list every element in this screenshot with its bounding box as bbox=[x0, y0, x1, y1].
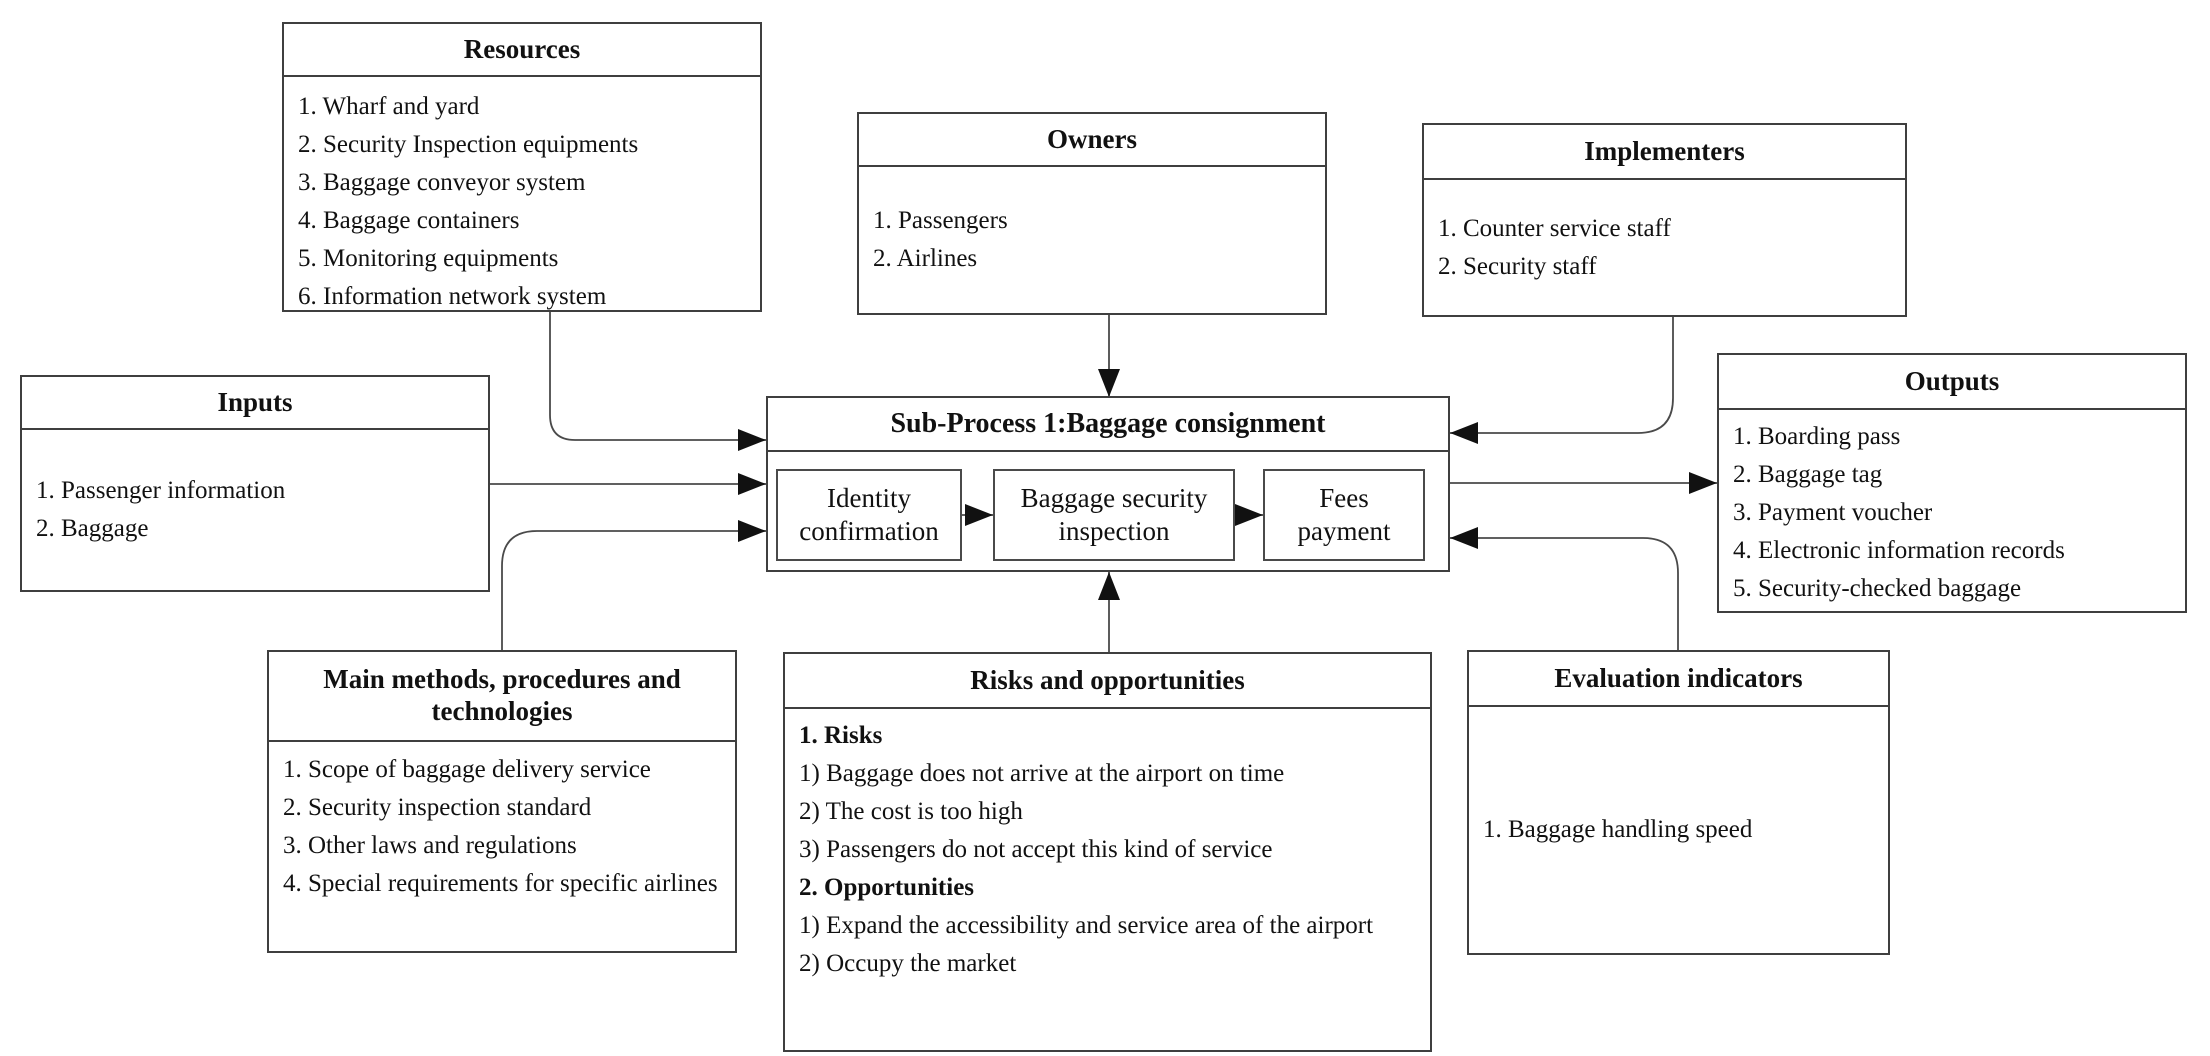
list-item: 2. Security staff bbox=[1438, 252, 1597, 280]
list-item: 2. Baggage tag bbox=[1733, 461, 1883, 488]
evaluation-box: Evaluation indicators 1. Baggage handlin… bbox=[1467, 650, 1890, 955]
subprocess-step-fees-payment: Fees payment bbox=[1263, 469, 1425, 561]
list-item: 2) Occupy the market bbox=[799, 950, 1017, 977]
list-item: 5. Monitoring equipments bbox=[298, 245, 559, 272]
implementers-box: Implementers 1. Counter service staff 2.… bbox=[1422, 123, 1907, 317]
list-item: 1) Baggage does not arrive at the airpor… bbox=[799, 760, 1285, 787]
list-item: 1. Baggage handling speed bbox=[1483, 816, 1753, 843]
list-item: 1. Boarding pass bbox=[1733, 423, 1901, 450]
list-item: 3. Payment voucher bbox=[1733, 499, 1933, 526]
inputs-list: 1. Passenger information 2. Baggage bbox=[22, 430, 488, 590]
list-item: 2. Security inspection standard bbox=[283, 794, 592, 821]
implementers-title: Implementers bbox=[1424, 125, 1905, 180]
resources-title: Resources bbox=[284, 24, 760, 77]
list-item: 2) The cost is too high bbox=[799, 798, 1023, 825]
risks-title: Risks and opportunities bbox=[785, 654, 1430, 709]
list-item: 4. Special requirements for specific air… bbox=[283, 870, 718, 897]
connector-resources-to-subprocess bbox=[549, 312, 766, 451]
connector-evaluation-to-subprocess bbox=[1450, 527, 1679, 650]
list-item: 2. Baggage bbox=[36, 515, 149, 542]
methods-list: 1. Scope of baggage delivery service 2. … bbox=[269, 742, 735, 911]
connector-methods-to-subprocess bbox=[501, 520, 766, 650]
outputs-box: Outputs 1. Boarding pass 2. Baggage tag … bbox=[1717, 353, 2187, 613]
owners-title: Owners bbox=[859, 114, 1325, 167]
list-item: 3. Baggage conveyor system bbox=[298, 169, 586, 196]
resources-box: Resources 1. Wharf and yard 2. Security … bbox=[282, 22, 762, 312]
evaluation-title: Evaluation indicators bbox=[1469, 652, 1888, 707]
implementers-list: 1. Counter service staff 2. Security sta… bbox=[1424, 180, 1905, 315]
list-item: 4. Electronic information records bbox=[1733, 537, 2065, 564]
risks-list: 1. Risks 1) Baggage does not arrive at t… bbox=[785, 709, 1430, 991]
list-item: 1. Passenger information bbox=[36, 477, 286, 504]
inputs-title: Inputs bbox=[22, 377, 488, 430]
list-item: 6. Information network system bbox=[298, 283, 607, 310]
owners-list: 1. Passengers 2. Airlines bbox=[859, 167, 1325, 313]
outputs-title: Outputs bbox=[1719, 355, 2185, 410]
list-item: 2. Airlines bbox=[873, 245, 978, 272]
list-item: 3) Passengers do not accept this kind of… bbox=[799, 836, 1273, 863]
subprocess-step-identity-confirmation: Identity confirmation bbox=[776, 469, 962, 561]
list-item: 3. Other laws and regulations bbox=[283, 832, 577, 859]
subprocess-title: Sub-Process 1:Baggage consignment bbox=[768, 398, 1448, 452]
methods-box: Main methods, procedures and technologie… bbox=[267, 650, 737, 953]
risks-box: Risks and opportunities 1. Risks 1) Bagg… bbox=[783, 652, 1432, 1052]
evaluation-list: 1. Baggage handling speed bbox=[1469, 707, 1888, 953]
list-item: 4. Baggage containers bbox=[298, 207, 520, 234]
list-item: 5. Security-checked baggage bbox=[1733, 575, 2022, 602]
connector-implementers-to-subprocess bbox=[1450, 317, 1674, 444]
list-item: 2. Security Inspection equipments bbox=[298, 131, 639, 158]
list-item: 1. Passengers bbox=[873, 207, 1008, 234]
list-item: 1. Counter service staff bbox=[1438, 214, 1671, 242]
list-item: 1) Expand the accessibility and service … bbox=[799, 912, 1374, 939]
resources-list: 1. Wharf and yard 2. Security Inspection… bbox=[284, 77, 760, 324]
methods-title: Main methods, procedures and technologie… bbox=[269, 652, 735, 742]
list-item: 1. Scope of baggage delivery service bbox=[283, 756, 651, 783]
subprocess-step-baggage-security-inspection: Baggage security inspection bbox=[993, 469, 1235, 561]
list-item: 1. Risks bbox=[799, 722, 883, 749]
list-item: 2. Opportunities bbox=[799, 874, 975, 901]
outputs-list: 1. Boarding pass 2. Baggage tag 3. Payme… bbox=[1719, 410, 2185, 616]
list-item: 1. Wharf and yard bbox=[298, 93, 480, 120]
owners-box: Owners 1. Passengers 2. Airlines bbox=[857, 112, 1327, 315]
inputs-box: Inputs 1. Passenger information 2. Bagga… bbox=[20, 375, 490, 592]
